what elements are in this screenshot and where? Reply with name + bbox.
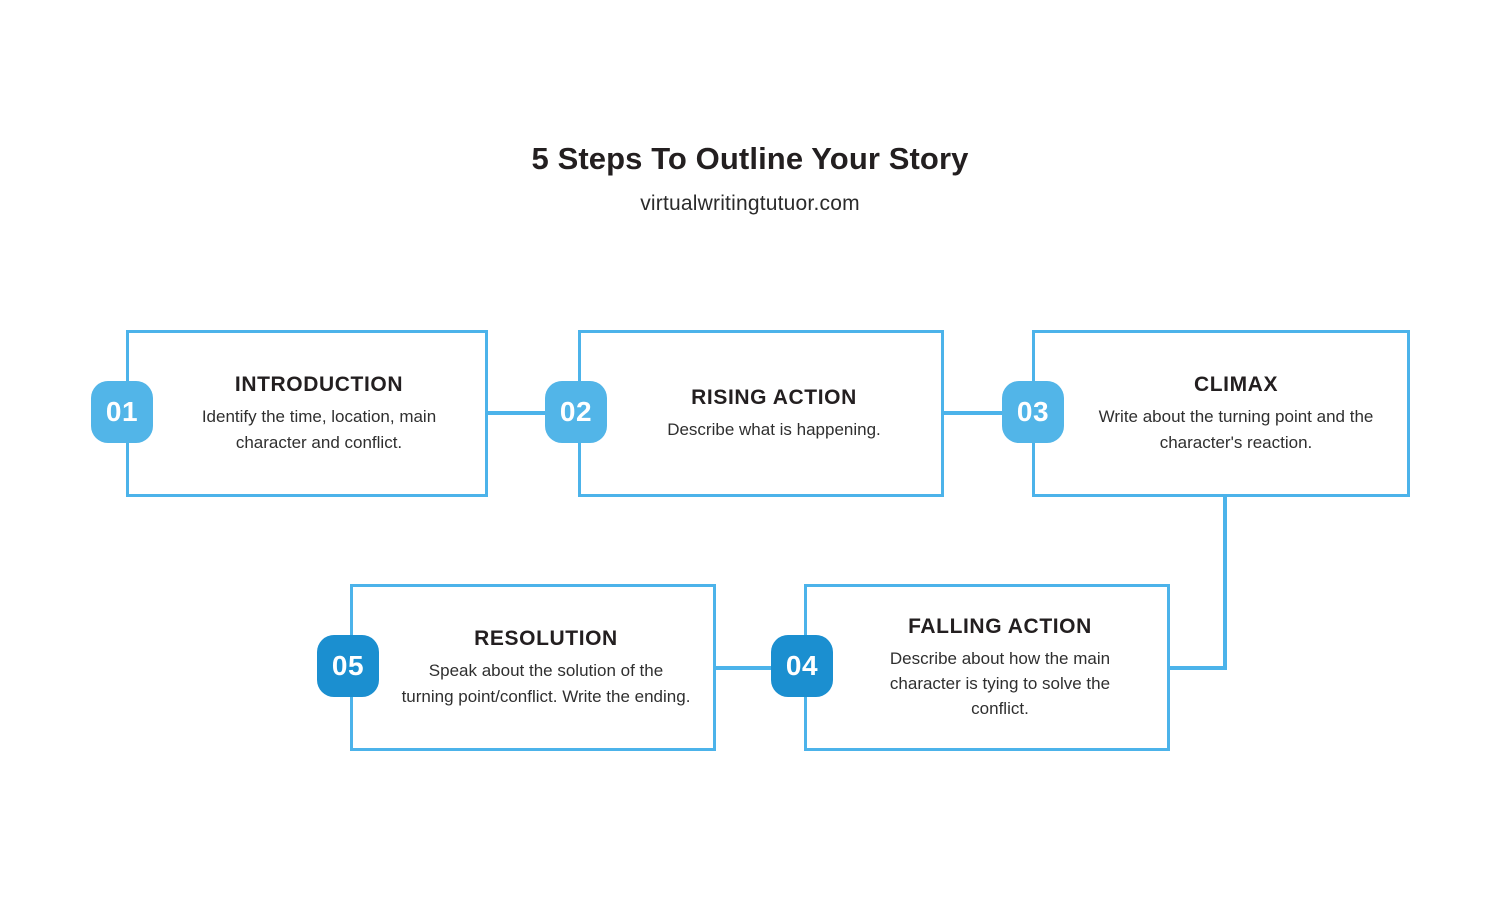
step-description: Describe what is happening. bbox=[667, 420, 881, 440]
step-description: Identify the time, location, main charac… bbox=[201, 407, 437, 452]
step-description: Write about the turning point and the ch… bbox=[1098, 407, 1374, 452]
step-card-climax[interactable]: 03 CLIMAX Write about the turning point … bbox=[1002, 330, 1410, 497]
step-number-badge-05: 05 bbox=[317, 635, 379, 697]
step-number-label: 04 bbox=[785, 650, 819, 681]
step-card-rising-action[interactable]: 02 RISING ACTION Describe what is happen… bbox=[545, 330, 944, 497]
step-number-label: 05 bbox=[331, 650, 365, 681]
step-card-resolution[interactable]: 05 RESOLUTION Speak about the solution o… bbox=[317, 584, 716, 751]
step-number-label: 03 bbox=[1016, 396, 1050, 427]
page-title: 5 Steps To Outline Your Story bbox=[531, 141, 969, 176]
step-number-label: 01 bbox=[105, 396, 139, 427]
step-number-badge-03: 03 bbox=[1002, 381, 1064, 443]
step-number-label: 02 bbox=[559, 396, 593, 427]
step-text-block: CLIMAX Write about the turning point and… bbox=[1062, 330, 1410, 497]
step-description: Describe about how the main character is… bbox=[889, 648, 1111, 719]
step-text-block: RESOLUTION Speak about the solution of t… bbox=[376, 584, 716, 751]
connector-step2-step3 bbox=[944, 411, 1004, 415]
step-number-badge-01: 01 bbox=[91, 381, 153, 443]
step-text-block: INTRODUCTION Identify the time, location… bbox=[150, 330, 488, 497]
step-card-falling-action[interactable]: 04 FALLING ACTION Describe about how the… bbox=[771, 584, 1170, 751]
step-number-badge-02: 02 bbox=[545, 381, 607, 443]
page-subtitle: virtualwritingtutuor.com bbox=[640, 192, 860, 216]
header: 5 Steps To Outline Your Story virtualwri… bbox=[0, 140, 1500, 216]
step-number-badge-04: 04 bbox=[771, 635, 833, 697]
step-heading: RISING ACTION bbox=[691, 385, 857, 409]
step-heading: RESOLUTION bbox=[474, 627, 618, 651]
step-card-introduction[interactable]: 01 INTRODUCTION Identify the time, locat… bbox=[91, 330, 488, 497]
step-text-block: RISING ACTION Describe what is happening… bbox=[604, 330, 944, 497]
step-description: Speak about the solution of the turning … bbox=[401, 661, 691, 706]
connector-step3-step4-horizontal bbox=[1170, 666, 1227, 670]
connector-step5-step4 bbox=[716, 666, 778, 670]
step-text-block: FALLING ACTION Describe about how the ma… bbox=[830, 584, 1170, 751]
step-heading: FALLING ACTION bbox=[908, 614, 1092, 638]
step-heading: CLIMAX bbox=[1193, 373, 1279, 397]
step-heading: INTRODUCTION bbox=[234, 373, 404, 397]
connector-step3-step4-vertical bbox=[1223, 497, 1227, 670]
connector-step1-step2 bbox=[488, 411, 550, 415]
